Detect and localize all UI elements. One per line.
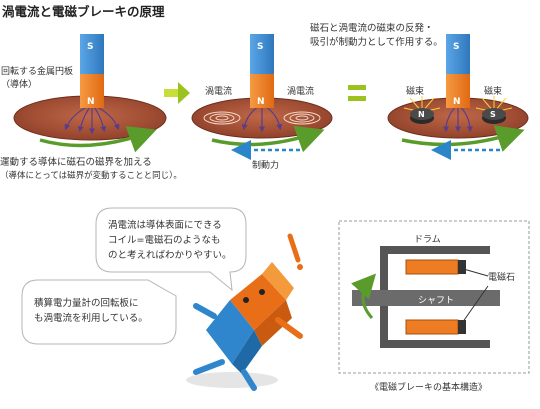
panel-2 — [191, 34, 333, 160]
pole-s-label: S — [453, 42, 460, 52]
rotation-arrow — [211, 125, 325, 153]
electromagnet-leader — [459, 285, 489, 327]
magnet — [446, 34, 470, 108]
electromagnet-upper — [405, 259, 466, 275]
eddy-current-right-label: 渦電流 — [287, 87, 315, 97]
rotation-arrow — [401, 125, 525, 152]
pole-n-label: N — [453, 97, 461, 107]
explanation-line-2: （導体にとっては磁界が変動することと同じ）。 — [0, 171, 182, 181]
repulsion-note: 磁石と渦電流の磁束の反発・ 吸引が制動力として作用する。 — [310, 23, 443, 48]
speech-bubble-top-text: 渦電流は導体表面にできる コイル=電磁石のようなも のと考えればわかりやすい。 — [108, 220, 232, 261]
induced-pole-n — [410, 108, 434, 124]
rotation-arrow — [39, 126, 157, 153]
shaft-label: シャフト — [418, 296, 455, 306]
drum-label: ドラム — [414, 235, 441, 245]
induced-n-label: N — [418, 110, 425, 119]
eddy-current-right — [283, 111, 321, 125]
rotation-arrow — [351, 273, 377, 320]
page-title: 渦電流と電磁ブレーキの原理 — [2, 4, 165, 19]
eddy-current-left — [203, 111, 241, 125]
equals-sign — [348, 85, 366, 101]
induced-pole-s — [482, 108, 506, 124]
next-step-arrow — [164, 82, 190, 104]
pole-s-label: S — [257, 42, 264, 52]
pole-n-label: N — [87, 97, 95, 107]
speech-bubble-bottom-text: 積算電力量計の回転板に も渦電流を利用している。 — [34, 298, 148, 324]
eddy-current-left-label: 渦電流 — [205, 87, 233, 97]
brake-diagram-caption: 《電磁ブレーキの基本構造》 — [370, 383, 488, 393]
induced-s-label: S — [490, 110, 496, 119]
braking-force-label: 制動力 — [252, 161, 280, 171]
pole-s-label: S — [87, 42, 94, 52]
shaft — [352, 290, 500, 306]
flux-left-label: 磁束 — [406, 87, 425, 97]
brake-structure-box — [338, 220, 530, 374]
electromagnet-label: 電磁石 — [488, 273, 516, 283]
flux-right-label: 磁束 — [484, 87, 503, 97]
magnet-mascot — [186, 233, 303, 391]
magnet — [250, 34, 274, 108]
speech-bubble-top — [95, 207, 247, 292]
disk-label: 回転する金属円板 （導体） — [1, 67, 74, 90]
panel-3 — [387, 34, 529, 160]
speech-bubble-bottom — [21, 279, 177, 345]
magnet — [80, 34, 104, 108]
explanation-line-1: 運動する導体に磁石の磁界を加える — [0, 157, 152, 168]
panel-1 — [13, 34, 167, 153]
electromagnet-leader — [459, 267, 489, 277]
pole-n-label: N — [257, 97, 265, 107]
electromagnet-lower — [405, 319, 466, 335]
